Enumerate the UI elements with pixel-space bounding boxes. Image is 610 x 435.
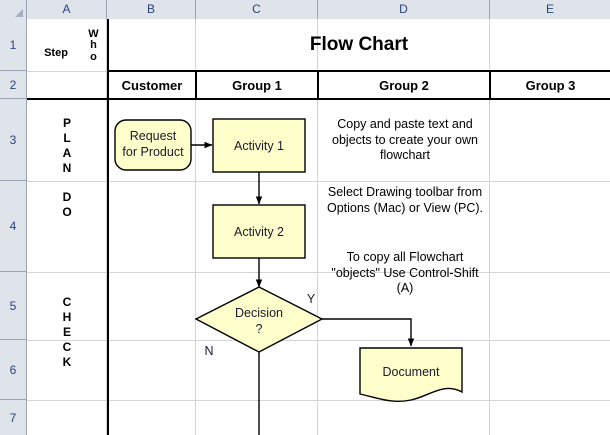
- group-header-group3: Group 3: [525, 77, 576, 93]
- table-border-under-groups: [27, 98, 610, 100]
- column-header-e[interactable]: E: [490, 0, 610, 19]
- phase-plan-letter-3: N: [62, 161, 72, 175]
- group-separator-d-e: [489, 71, 491, 99]
- gridline-v-b: [195, 19, 196, 435]
- gridline-h-5: [27, 340, 610, 341]
- phase-check-letter-3: C: [62, 340, 72, 354]
- group-separator-b-c: [195, 71, 197, 99]
- phase-check-letter-2: E: [62, 325, 71, 339]
- select-all-corner[interactable]: [0, 0, 27, 19]
- who-letter-1: h: [90, 39, 97, 52]
- column-header-d[interactable]: D: [318, 0, 490, 19]
- phase-label-plan: P L A N: [27, 116, 107, 176]
- row-header-2[interactable]: 2: [0, 71, 27, 99]
- column-header-c[interactable]: C: [196, 0, 318, 19]
- table-border-left: [107, 19, 109, 435]
- gridline-v-c: [317, 19, 318, 435]
- row-header-3[interactable]: 3: [0, 99, 27, 181]
- phase-check-letter-4: K: [62, 355, 72, 369]
- row-header-6[interactable]: 6: [0, 340, 27, 400]
- page-title: Flow Chart: [309, 34, 409, 55]
- phase-label-check: C H E C K: [27, 295, 107, 370]
- group-header-customer: Customer: [121, 77, 183, 93]
- who-letter-0: W: [88, 27, 99, 40]
- phase-plan-letter-1: L: [63, 131, 71, 145]
- who-label: W h o: [80, 22, 107, 70]
- row-header-7[interactable]: 7: [0, 400, 27, 435]
- note-drawing-toolbar: Select Drawing toolbar from Options (Mac…: [326, 185, 484, 215]
- phase-check-letter-0: C: [62, 295, 72, 309]
- group-header-group2: Group 2: [379, 77, 429, 93]
- phase-plan-letter-0: P: [62, 116, 71, 130]
- group-separator-c-d: [317, 71, 319, 99]
- phase-check-letter-1: H: [62, 310, 72, 324]
- column-header-b[interactable]: B: [107, 0, 196, 19]
- note-copy-objects: To copy all Flowchart "objects" Use Cont…: [331, 250, 479, 295]
- row-header-1[interactable]: 1: [0, 19, 27, 71]
- step-label: Step: [44, 47, 68, 59]
- group-header-group1: Group 1: [232, 77, 282, 93]
- phase-do-letter-0: D: [62, 190, 72, 204]
- column-header-row: A B C D E: [0, 0, 610, 19]
- gridline-h-6: [27, 400, 610, 401]
- gridline-v-d: [489, 19, 490, 435]
- gridline-h-3: [27, 181, 610, 182]
- column-header-a[interactable]: A: [27, 0, 107, 19]
- row-header-4[interactable]: 4: [0, 181, 27, 272]
- select-all-triangle-icon: [15, 9, 23, 17]
- row-header-5[interactable]: 5: [0, 272, 27, 340]
- phase-do-letter-1: O: [62, 205, 72, 219]
- who-letter-2: o: [90, 50, 97, 63]
- note-copy-paste: Copy and paste text and objects to creat…: [332, 117, 478, 162]
- gridline-h-4: [27, 272, 610, 273]
- phase-plan-letter-2: A: [62, 146, 72, 160]
- phase-label-do: D O: [27, 190, 107, 220]
- table-border-under-title: [107, 70, 610, 72]
- gridline-v-a: [106, 19, 107, 435]
